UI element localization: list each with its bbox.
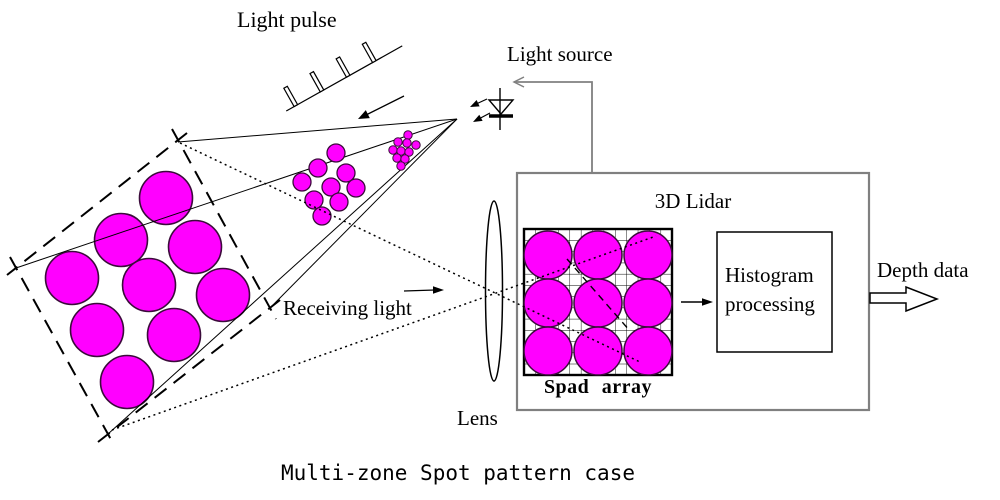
pulse-direction-arrow	[358, 95, 405, 119]
lidar-box	[515, 171, 871, 412]
receiving-dotted-rays	[111, 142, 657, 431]
lens-ellipse-icon	[484, 200, 504, 382]
light-pulse-waveform-icon	[283, 41, 403, 112]
near-spot-cluster	[388, 130, 421, 171]
light-source-label: Light source	[507, 42, 613, 66]
target-plane-dashed-frame	[6, 128, 281, 446]
histogram-processing-label: Histogram processing	[725, 263, 815, 317]
spad-spot-grid	[523, 230, 673, 376]
led-emission-arrows	[470, 98, 491, 122]
receiving-light-label: Receiving light	[283, 296, 412, 320]
spad-array-label: Spad array	[543, 376, 653, 398]
depth-data-label: Depth data	[877, 258, 969, 282]
emission-cone-lines	[15, 118, 458, 435]
lidar-box-title: 3D Lidar	[654, 189, 732, 213]
lens-label: Lens	[457, 406, 498, 430]
light-pulse-label: Light pulse	[237, 7, 337, 32]
mid-spot-cluster	[292, 143, 366, 226]
depth-output-arrow-icon	[869, 285, 940, 313]
figure-caption: Multi-zone Spot pattern case	[280, 461, 635, 485]
spad-to-histogram-arrow	[681, 298, 713, 306]
target-spot-grid	[44, 170, 251, 410]
source-connector-line	[512, 76, 593, 172]
receiving-direction-arrow	[403, 286, 444, 294]
led-diode-icon	[470, 88, 515, 130]
histogram-box	[716, 231, 833, 353]
